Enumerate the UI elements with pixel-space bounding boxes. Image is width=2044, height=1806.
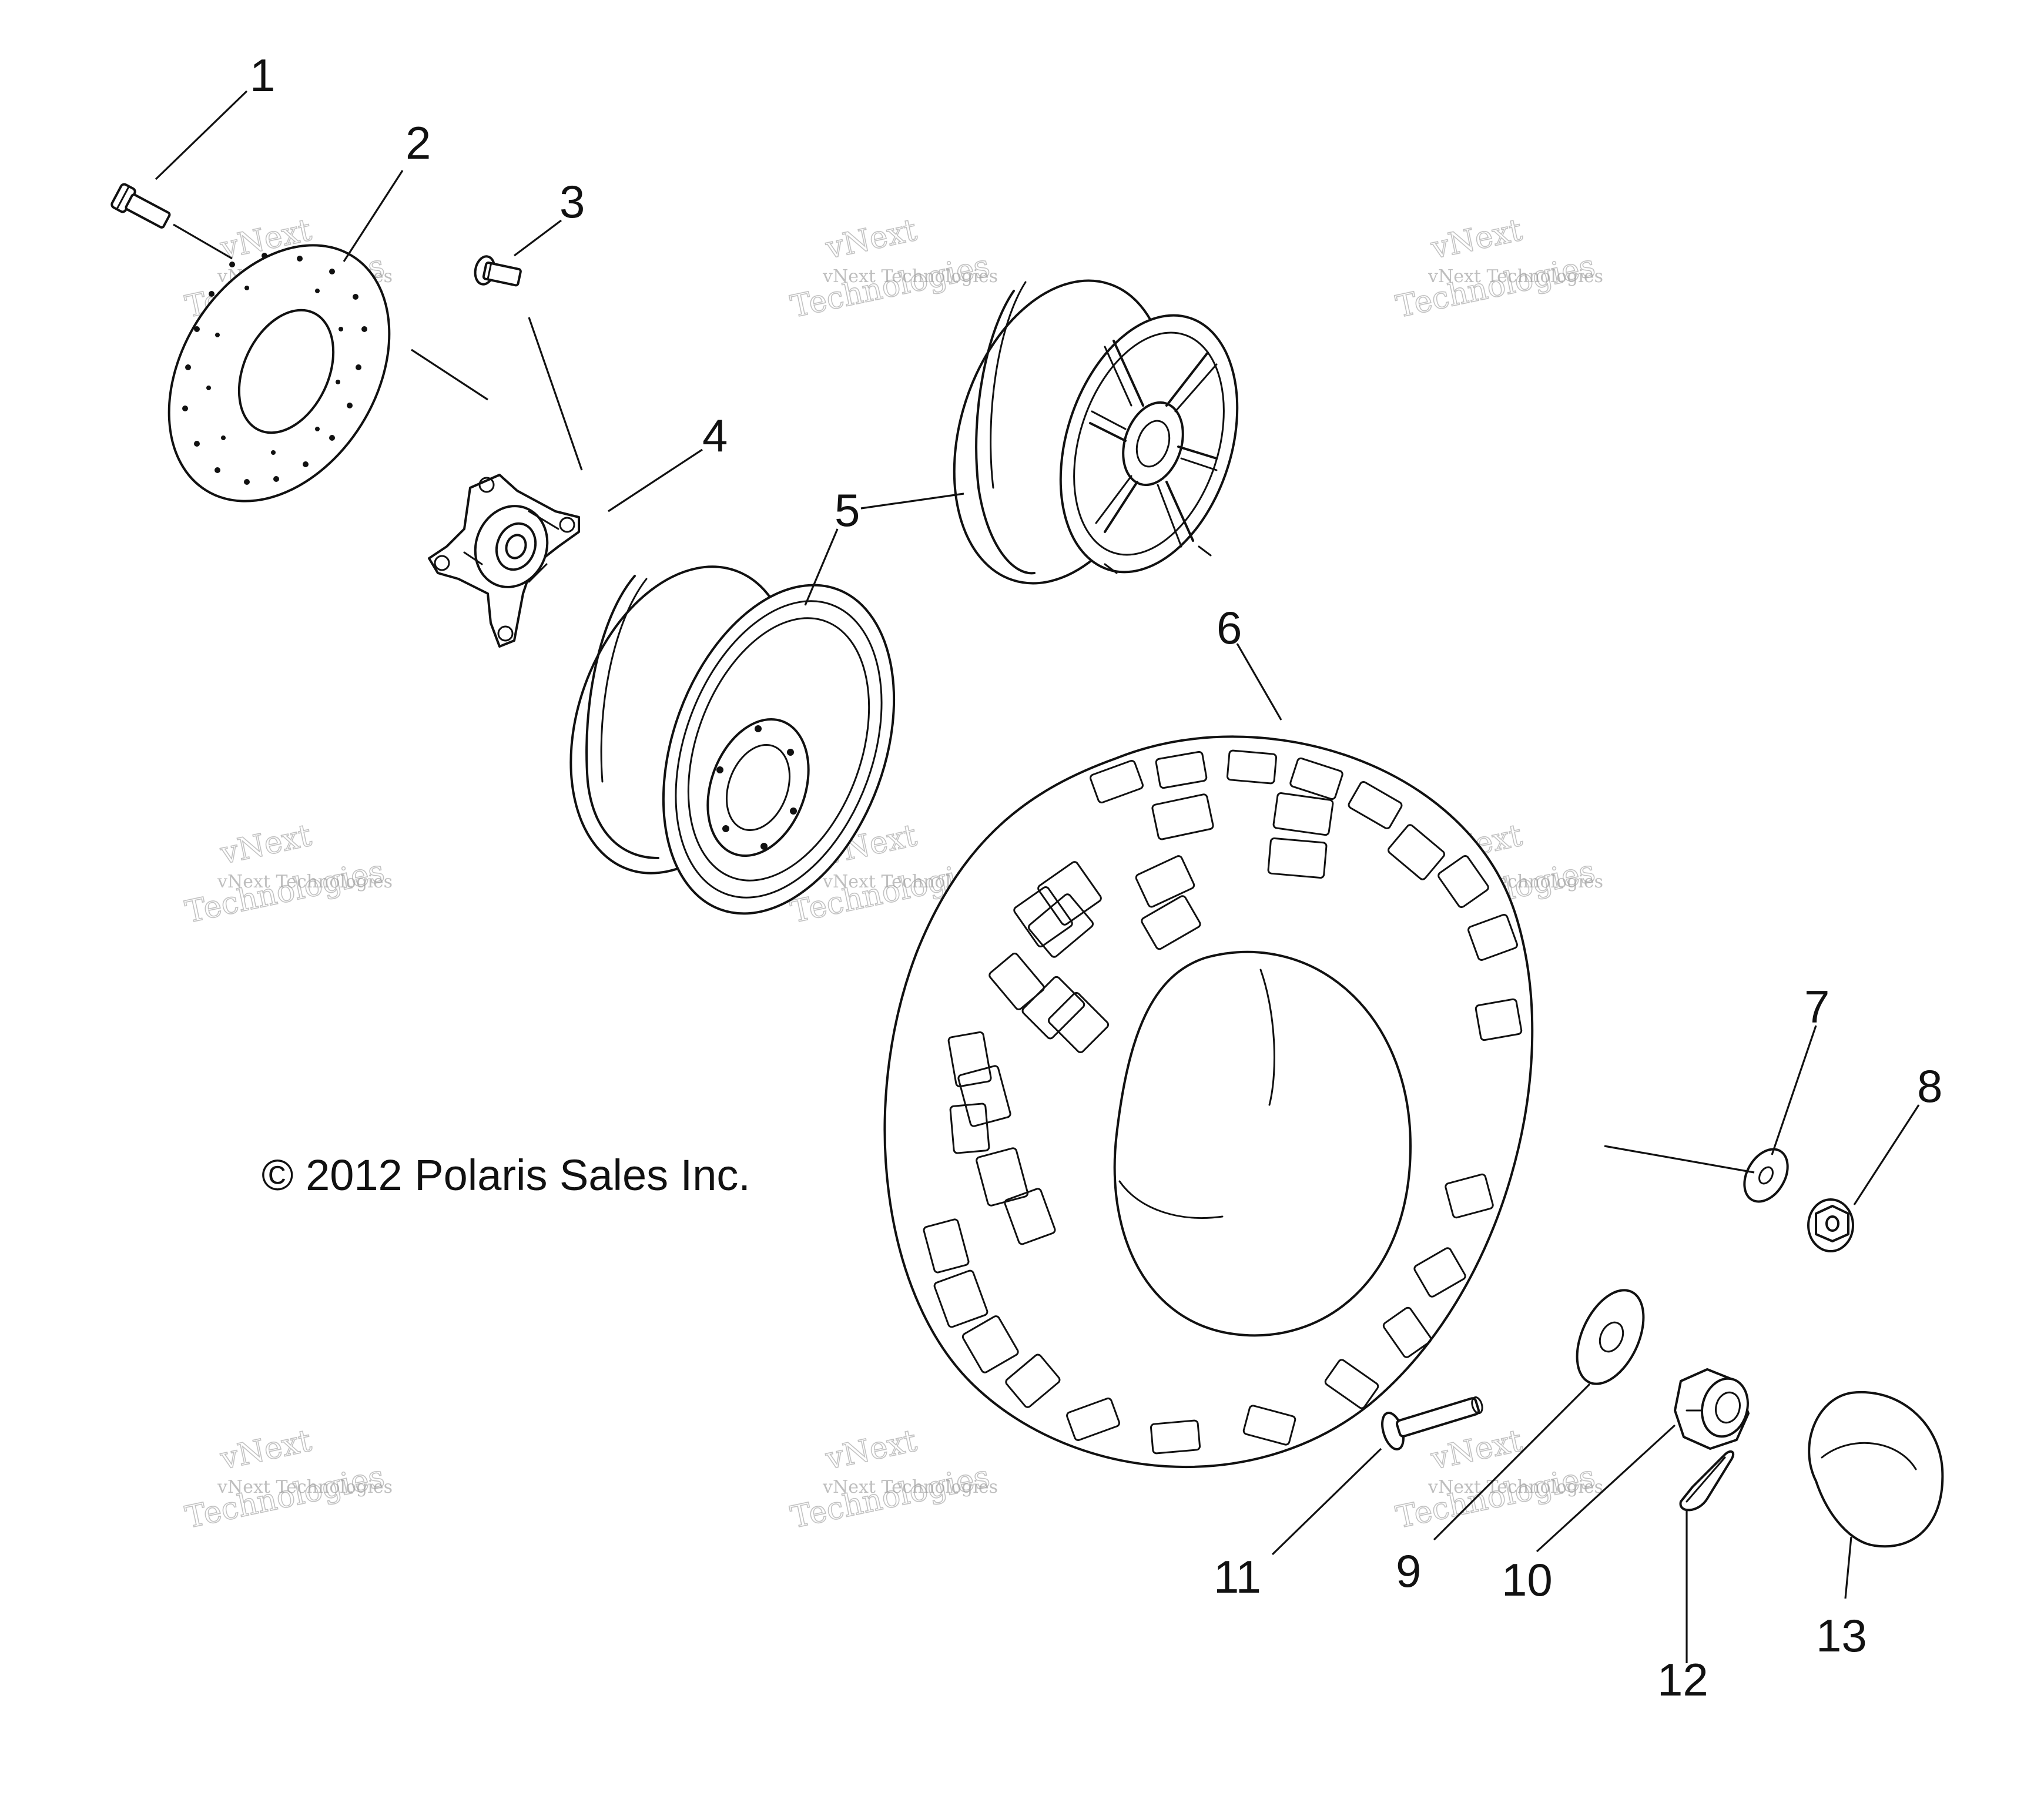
svg-text:vNext: vNext (822, 1423, 920, 1477)
watermark: vNext vNext Technologies Technologies (787, 1423, 998, 1536)
watermark: vNext vNext Technologies Technologies (787, 212, 998, 326)
svg-text:vNext Technologies: vNext Technologies (822, 1477, 998, 1497)
svg-text:vNext: vNext (1428, 213, 1525, 266)
part-6-tire (883, 735, 1534, 1469)
svg-text:vNext Technologies: vNext Technologies (217, 1477, 393, 1497)
part-5-alloy-wheel (953, 279, 1239, 585)
callout-labels: 1 2 3 4 5 6 7 8 9 10 11 12 13 (250, 49, 1942, 1706)
part-12-cotter-pin (1679, 1450, 1735, 1512)
part-4-hub (428, 474, 580, 648)
callout-10: 10 (1502, 1554, 1553, 1606)
callout-12: 12 (1657, 1654, 1708, 1706)
tread-lugs (923, 749, 1523, 1455)
svg-text:Technologies: Technologies (1393, 248, 1598, 324)
callout-5: 5 (835, 484, 860, 536)
callout-3: 3 (559, 176, 585, 227)
callout-8: 8 (1917, 1060, 1942, 1112)
svg-text:vNext: vNext (822, 213, 920, 266)
part-13-cap (1808, 1390, 1944, 1548)
svg-text:Technologies: Technologies (182, 1459, 387, 1535)
svg-text:vNext: vNext (217, 818, 314, 872)
part-8-flange-nut (1807, 1198, 1854, 1252)
callout-4: 4 (702, 410, 728, 461)
leader-lines (155, 90, 1920, 1663)
watermark: vNext vNext Technologies Technologies (1392, 212, 1603, 326)
callout-9: 9 (1396, 1545, 1421, 1597)
svg-text:vNext Technologies: vNext Technologies (822, 266, 998, 287)
callout-2: 2 (406, 117, 431, 169)
svg-text:vNext Technologies: vNext Technologies (1428, 266, 1603, 287)
svg-text:Technologies: Technologies (788, 248, 993, 324)
svg-text:Technologies: Technologies (182, 853, 387, 930)
svg-text:vNext: vNext (217, 1423, 314, 1477)
copyright-notice: © 2012 Polaris Sales Inc. (262, 1151, 750, 1199)
watermark: vNext vNext Technologies Technologies (182, 1423, 393, 1536)
callout-6: 6 (1217, 602, 1242, 654)
svg-text:vNext Technologies: vNext Technologies (1428, 1477, 1603, 1497)
svg-text:Technologies: Technologies (788, 1459, 993, 1535)
callout-7: 7 (1804, 981, 1829, 1033)
callout-11: 11 (1214, 1551, 1261, 1603)
watermark: vNext vNext Technologies Technologies (182, 817, 393, 931)
part-11-pin (1381, 1396, 1483, 1450)
part-9-washer (1576, 1289, 1645, 1385)
callout-1: 1 (250, 49, 275, 101)
part-2-brake-disc (167, 244, 391, 502)
part-1-bolt (110, 183, 171, 229)
callout-13: 13 (1816, 1610, 1867, 1661)
svg-text:vNext: vNext (1428, 1423, 1525, 1477)
svg-text:vNext Technologies: vNext Technologies (217, 872, 393, 892)
part-5-steel-wheel (569, 565, 896, 915)
part-3-stud (474, 255, 522, 287)
part-7-washer (1743, 1148, 1789, 1203)
part-10-nut (1674, 1368, 1750, 1450)
